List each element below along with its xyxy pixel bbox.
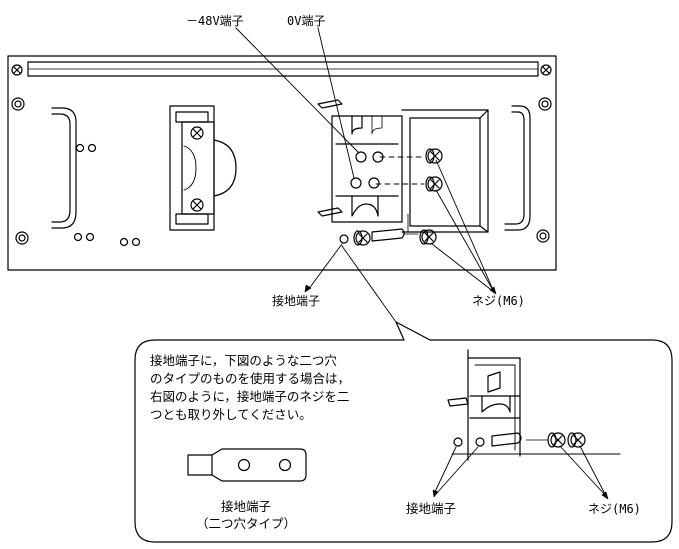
- panel-holes: [73, 143, 141, 247]
- callout-bubble: [134, 321, 673, 543]
- note-line-2: のタイプのものを使用する場合は，: [150, 371, 351, 386]
- note-line-4: つとも取り外してください。: [150, 407, 312, 422]
- neg48v-stud: [355, 151, 384, 163]
- terminal-block: [317, 99, 489, 233]
- latch-clamp: [169, 105, 237, 231]
- label-zero-v-terminal: 0V端子: [287, 14, 326, 28]
- corner-screw-tl: [11, 64, 23, 76]
- terminal-screw-top: [425, 148, 443, 164]
- note-line-1: 接地端子に，下図のような二つ穴: [150, 353, 337, 368]
- corner-screw-bl: [15, 231, 29, 245]
- lug-caption-line-2: （二つ穴タイプ）: [196, 516, 297, 531]
- left-handle: [51, 107, 77, 229]
- right-handle: [504, 105, 531, 231]
- inset-detail: [447, 349, 621, 461]
- label-ground-terminal: 接地端子: [272, 294, 321, 308]
- label-screw-m6: ネジ(M6): [472, 294, 525, 308]
- two-hole-lug: [187, 448, 307, 482]
- label-neg48v-terminal: －48V端子: [186, 14, 244, 28]
- equipment-panel: [7, 55, 557, 271]
- corner-screw-mr: [538, 97, 552, 111]
- lug-caption: 接地端子 （二つ穴タイプ）: [196, 498, 296, 532]
- zero-v-stud: [350, 177, 380, 189]
- ground-terminal: [339, 228, 437, 246]
- terminal-screw-bottom: [425, 176, 443, 192]
- inset-label-ground: 接地端子: [406, 501, 457, 516]
- lug-caption-line-1: 接地端子: [220, 499, 271, 514]
- inset-label-screw: ネジ(M6): [588, 502, 641, 516]
- note-line-3: 右図のように，接地端子のネジを二: [150, 389, 350, 404]
- corner-screw-tr: [540, 64, 552, 76]
- corner-screw-br: [536, 229, 550, 243]
- corner-screw-ml: [11, 97, 25, 111]
- callout-note: 接地端子に，下図のような二つ穴 のタイプのものを使用する場合は， 右図のように，…: [150, 352, 390, 424]
